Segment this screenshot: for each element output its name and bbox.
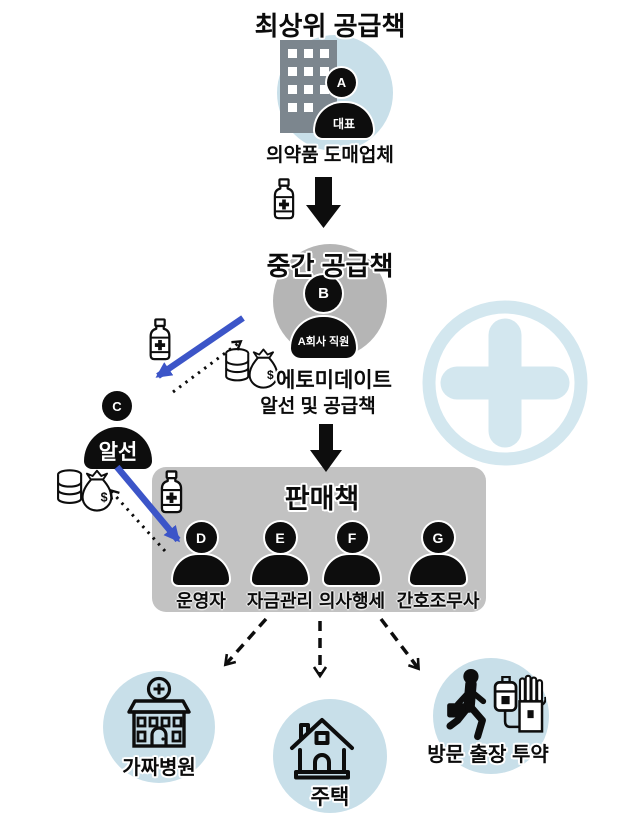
money-dollar-sign: $ <box>267 368 274 382</box>
mid-caption-line1: 에토미데이트 <box>276 369 392 392</box>
dashed-arrow-to-visit <box>379 617 418 668</box>
person-g-body <box>410 555 466 585</box>
person-g-head: G <box>422 522 454 553</box>
medicine-bottle-icon <box>146 317 174 362</box>
money-dollar-sign: $ <box>101 490 108 504</box>
person-b-badge: B <box>318 285 329 302</box>
house-icon <box>290 718 354 780</box>
mid-caption-line2: 알선 및 공급책 <box>260 396 376 417</box>
iv-bag-icon <box>493 676 519 729</box>
sales-member-e: E 자금관리 <box>225 522 335 613</box>
mid-supplier-title: 중간 공급책 <box>266 251 394 281</box>
sales-member-g: G 간호조무사 <box>383 522 493 613</box>
top-supplier-title: 최상위 공급책 <box>254 11 406 41</box>
person-b-role: A회사 직원 <box>297 336 350 348</box>
person-a-head: A <box>327 68 356 97</box>
person-c-body: 알선 <box>84 427 152 469</box>
sales-title: 판매책 <box>284 484 360 514</box>
money-icon: $ <box>55 465 113 513</box>
person-e-label: 자금관리 <box>246 591 314 611</box>
person-c-role: 알선 <box>98 441 138 464</box>
person-g-label: 간호조무사 <box>396 591 480 611</box>
person-a-role: 대표 <box>332 117 356 131</box>
person-f-label: 의사행세 <box>318 591 386 611</box>
person-e-head: E <box>264 522 296 553</box>
person-f-body <box>324 555 380 585</box>
thick-down-arrow-icon <box>306 177 341 228</box>
thick-down-arrow-icon <box>310 424 342 472</box>
person-b-head: B <box>305 275 342 312</box>
money-icon: $ <box>222 344 280 390</box>
person-f-badge: F <box>347 529 357 546</box>
hospital-icon <box>127 676 191 748</box>
medicine-bottle-icon <box>157 470 186 514</box>
person-b-body: A회사 직원 <box>291 317 356 358</box>
person-d-head: D <box>185 522 217 553</box>
person-c-head: C <box>102 391 132 421</box>
visit-label: 방문 출장 투약 <box>427 744 549 766</box>
person-d-badge: D <box>195 529 207 546</box>
dashed-arrow-to-fake-hospital <box>226 617 268 664</box>
top-supplier-caption: 의약품 도매업체 <box>266 145 394 166</box>
person-d-label: 운영자 <box>176 591 226 611</box>
person-d-body <box>173 555 229 585</box>
medical-cross-watermark <box>422 300 588 466</box>
person-a-body: 대표 <box>315 103 373 138</box>
sales-member-f: F 의사행세 <box>297 522 407 613</box>
person-e-body <box>252 555 308 585</box>
person-a-badge: A <box>336 75 347 90</box>
walking-courier-icon <box>446 668 487 741</box>
person-f-head: F <box>336 522 368 553</box>
person-g-badge: G <box>432 529 444 546</box>
person-c-badge: C <box>112 398 122 414</box>
glove-icon <box>518 674 546 733</box>
sales-member-d: D 운영자 <box>146 522 256 613</box>
medicine-bottle-icon <box>270 178 298 220</box>
fake-hospital-label: 가짜병원 <box>122 757 196 779</box>
person-e-badge: E <box>275 529 285 546</box>
house-label: 주택 <box>310 786 350 809</box>
house-circle <box>273 699 387 813</box>
